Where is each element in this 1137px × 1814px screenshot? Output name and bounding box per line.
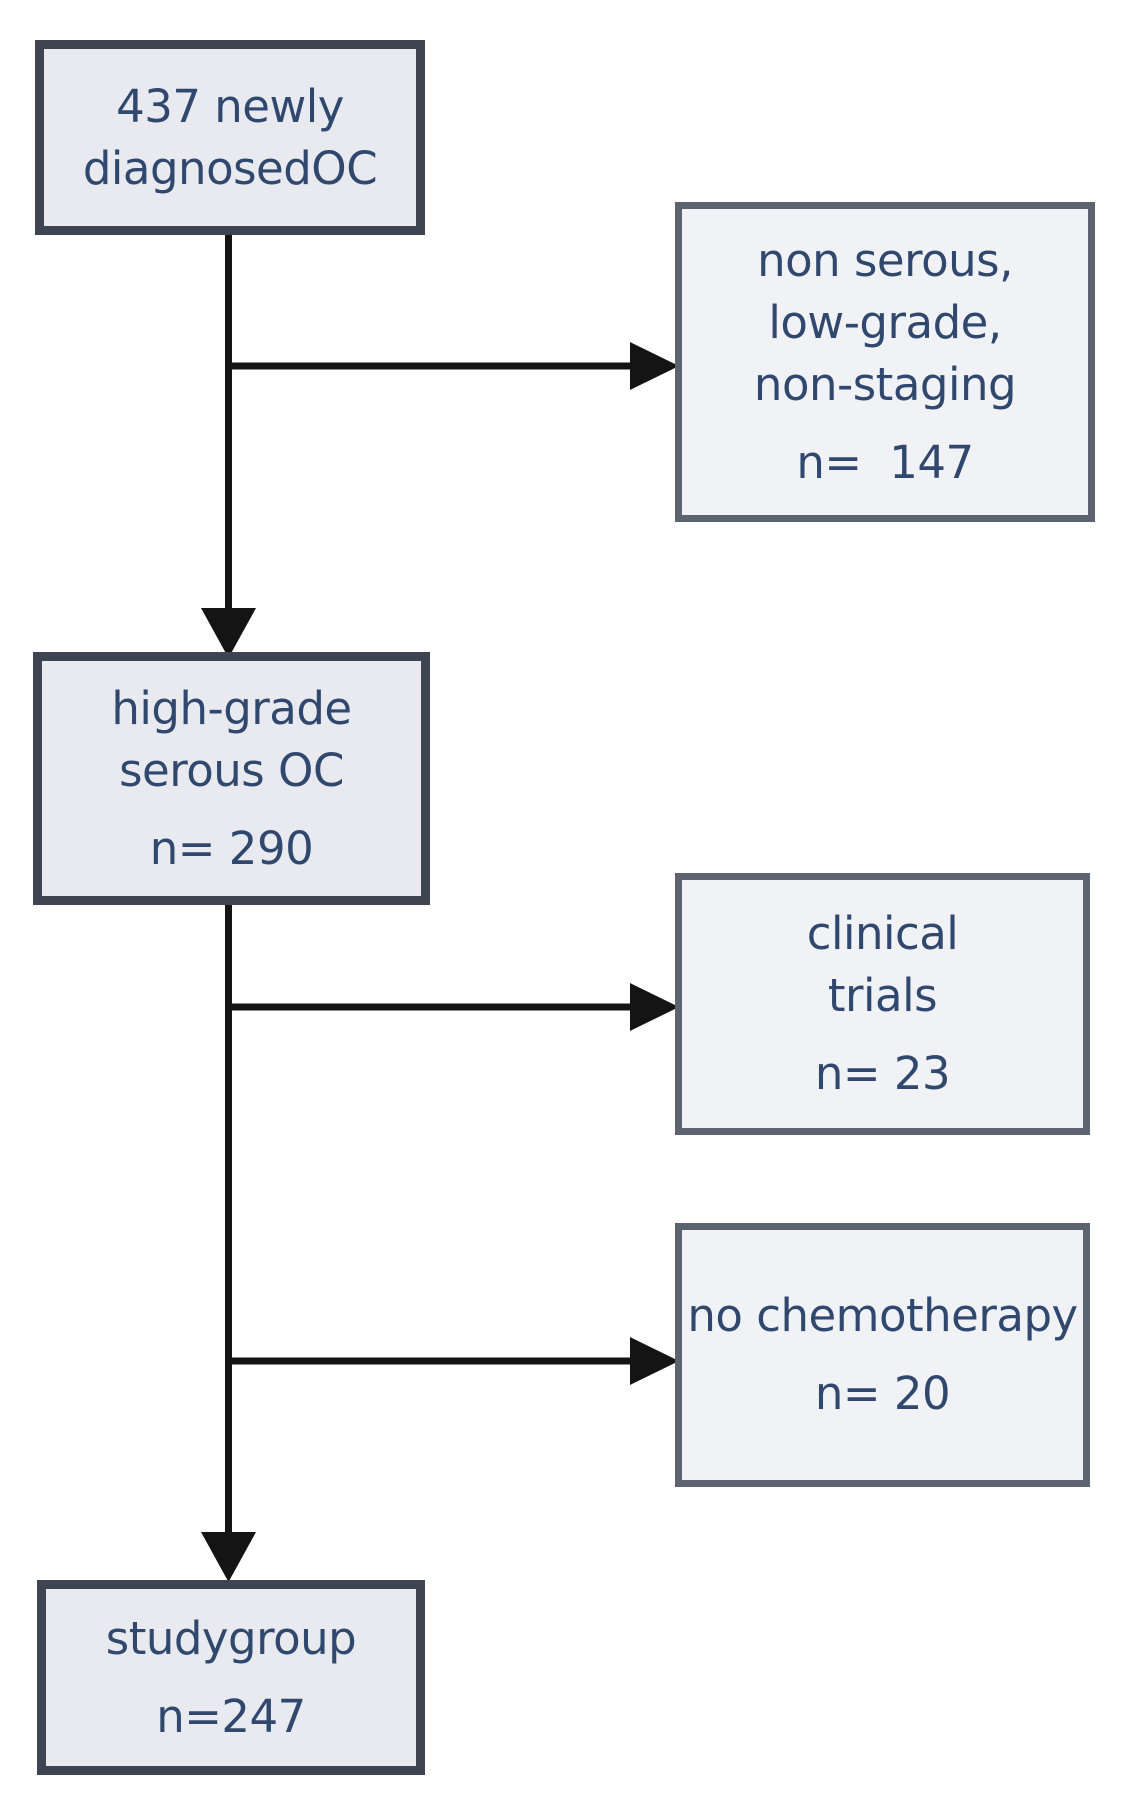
box-text-line: high-grade xyxy=(111,681,352,735)
box-count: n= 290 xyxy=(149,821,314,875)
box-text-line: studygroup xyxy=(105,1611,357,1665)
box-text-line: trials xyxy=(827,969,938,1022)
box-count: n= 23 xyxy=(814,1047,951,1100)
box-text-line: diagnosedOC xyxy=(82,141,378,195)
box-text-line: no chemotherapy xyxy=(687,1289,1078,1342)
box-text-line: serous OC xyxy=(119,743,344,797)
flow-box-clinical-trials: clinical trials n= 23 xyxy=(675,873,1090,1135)
arrow-to-excluded xyxy=(225,342,679,390)
box-count: n= 20 xyxy=(814,1367,951,1420)
box-text-line: low-grade, xyxy=(768,296,1002,349)
arrow-diagnosed-to-highgrade xyxy=(201,230,256,658)
box-text-line: clinical xyxy=(806,907,959,960)
flow-box-excluded: non serous, low-grade, non-staging n= 14… xyxy=(675,202,1095,522)
flow-box-no-chemotherapy: no chemotherapy n= 20 xyxy=(675,1223,1090,1487)
flow-box-study-group: studygroup n=247 xyxy=(37,1580,425,1775)
box-count: n=247 xyxy=(156,1689,306,1743)
flow-box-diagnosed-oc: 437 newly diagnosedOC xyxy=(35,40,425,235)
arrow-to-trials xyxy=(225,983,679,1031)
box-count: n= 147 xyxy=(796,436,974,489)
arrow-to-nochemo xyxy=(225,1337,679,1385)
box-text-line: non-staging xyxy=(753,358,1017,411)
flow-box-highgrade-serous: high-grade serous OC n= 290 xyxy=(33,652,430,905)
box-text-line: 437 newly xyxy=(116,79,344,133)
box-text-line: non serous, xyxy=(757,234,1013,287)
